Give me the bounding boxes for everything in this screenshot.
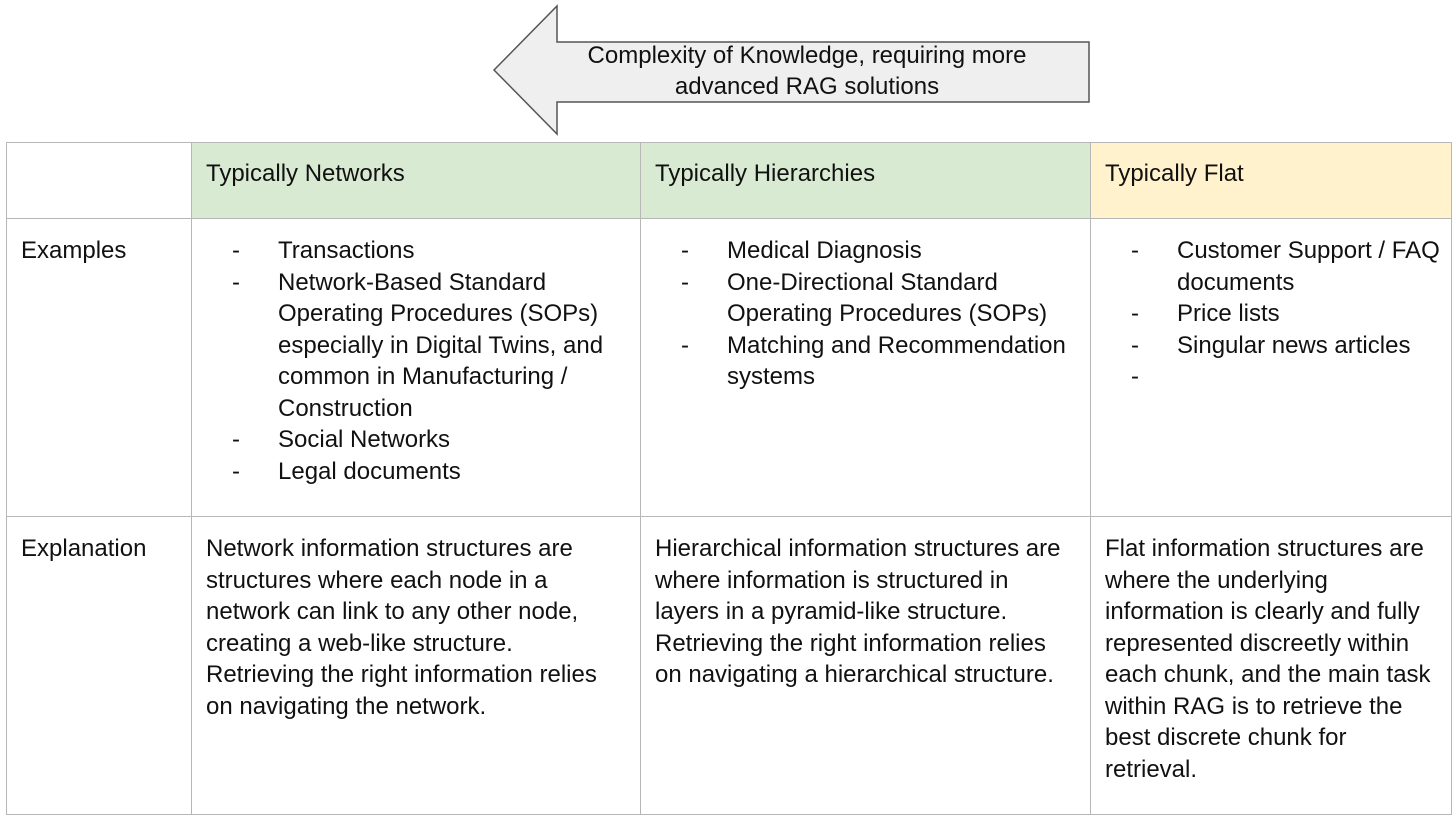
list-item: - Customer Support / FAQ documents xyxy=(1091,235,1451,298)
list-item: - xyxy=(1091,361,1451,393)
comparison-table: Typically Networks Typically Hierarchies… xyxy=(6,142,1452,815)
list-item: - Transactions xyxy=(192,235,640,267)
explanation-flat: Flat information structures are where th… xyxy=(1090,516,1452,815)
examples-flat-list: - Customer Support / FAQ documents - Price… xyxy=(1091,219,1451,393)
list-item-text: Transactions xyxy=(278,237,415,264)
list-item: - Network-Based Standard Operating Proced… xyxy=(192,267,640,425)
bullet-dash: - xyxy=(681,331,689,359)
header-hierarchies: Typically Hierarchies xyxy=(640,142,1091,219)
examples-networks-list: - Transactions - Network-Based Standard Op… xyxy=(192,219,640,487)
examples-hierarchies-cell: - Medical Diagnosis - One-Directional Stan… xyxy=(640,218,1091,517)
explanation-row: Explanation Network information structur… xyxy=(6,516,1452,815)
list-item: - Legal documents xyxy=(192,456,640,488)
list-item-text: Legal documents xyxy=(278,457,461,485)
explanation-networks: Network information structures are struc… xyxy=(191,516,641,815)
row-label-explanation: Explanation xyxy=(6,516,192,815)
bullet-dash: - xyxy=(232,268,240,296)
header-networks: Typically Networks xyxy=(191,142,641,219)
complexity-arrow: Complexity of Knowledge, requiring more … xyxy=(490,4,1092,136)
list-item-text: Social Networks xyxy=(278,426,451,453)
bullet-dash: - xyxy=(1131,300,1139,327)
list-item: - Medical Diagnosis xyxy=(641,235,1090,267)
arrow-label: Complexity of Knowledge, requiring more … xyxy=(560,40,1054,102)
arrow-label-line1: Complexity of Knowledge, requiring more xyxy=(587,42,1027,69)
examples-hierarchies-list: - Medical Diagnosis - One-Directional Stan… xyxy=(641,219,1090,393)
bullet-dash: - xyxy=(232,237,240,264)
bullet-dash: - xyxy=(1131,237,1139,264)
bullet-dash: - xyxy=(681,268,689,296)
explanation-hierarchies: Hierarchical information structures are … xyxy=(640,516,1091,815)
examples-networks-cell: - Transactions - Network-Based Standard Op… xyxy=(191,218,641,517)
bullet-dash: - xyxy=(232,426,240,453)
list-item-text: Network-Based Standard Operating Procedu… xyxy=(278,268,604,422)
bullet-dash: - xyxy=(1131,363,1139,390)
arrow-label-line2: advanced RAG solutions xyxy=(674,73,940,100)
left-arrow-shape xyxy=(492,4,1090,136)
list-item: - Social Networks xyxy=(192,424,640,456)
table-header-row: Typically Networks Typically Hierarchies… xyxy=(6,142,1452,219)
list-item-text: Medical Diagnosis xyxy=(727,237,922,264)
examples-flat-cell: - Customer Support / FAQ documents - Price… xyxy=(1090,218,1452,517)
list-item-text: Singular news articles xyxy=(1177,331,1411,359)
row-label-examples: Examples xyxy=(6,218,192,517)
list-item: - Matching and Recommendation systems xyxy=(641,330,1090,393)
list-item-text: Price lists xyxy=(1177,300,1280,327)
examples-row: Examples - Transactions - Network-Based St… xyxy=(6,218,1452,517)
bullet-dash: - xyxy=(232,457,240,485)
header-flat: Typically Flat xyxy=(1090,142,1452,219)
list-item-text: One-Directional Standard Operating Proce… xyxy=(727,268,1048,328)
list-item: - Singular news articles xyxy=(1091,330,1451,362)
list-item-text: Matching and Recommendation systems xyxy=(727,331,1066,391)
bullet-dash: - xyxy=(681,237,689,264)
list-item: - One-Directional Standard Operating Proc… xyxy=(641,267,1090,330)
list-item-text: Customer Support / FAQ documents xyxy=(1177,237,1440,296)
header-empty-cell xyxy=(6,142,192,219)
bullet-dash: - xyxy=(1131,331,1139,359)
list-item: - Price lists xyxy=(1091,298,1451,330)
